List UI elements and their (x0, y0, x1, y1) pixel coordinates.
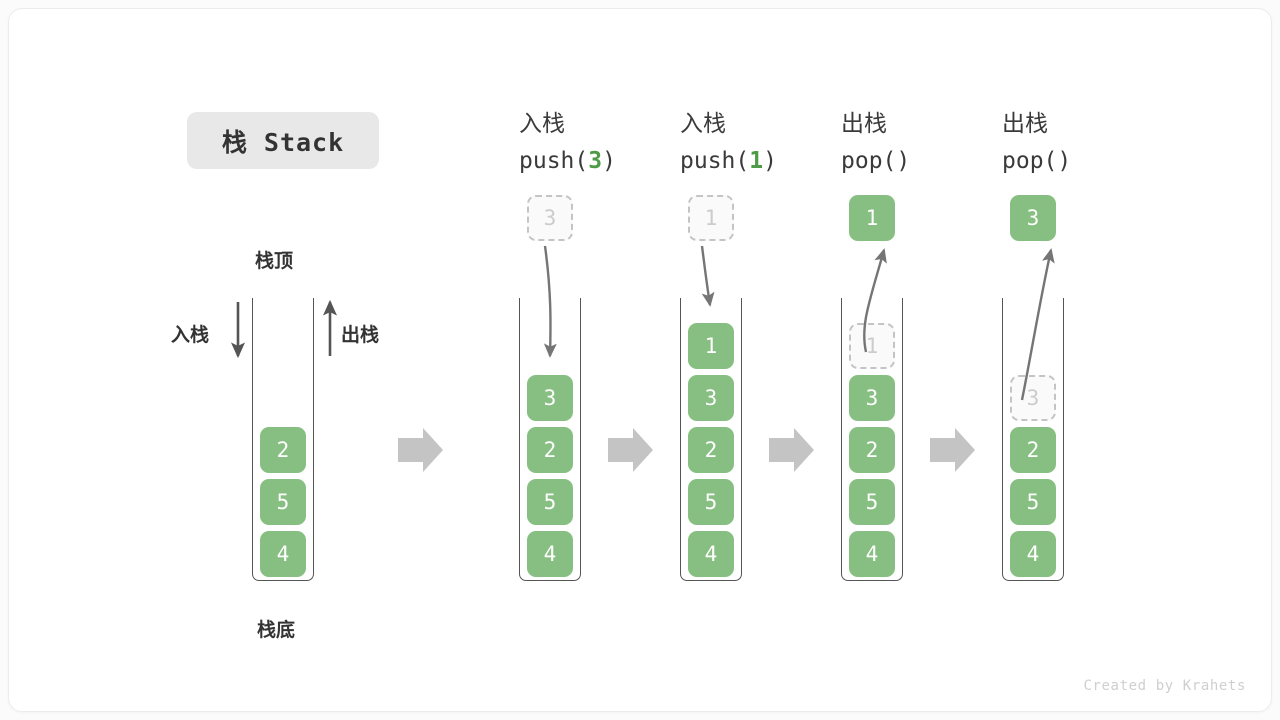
stack-cell: 1 (688, 323, 734, 369)
stack-cell: 1 (849, 323, 895, 369)
stack-container-push-1 (680, 298, 742, 581)
stack-cell: 2 (260, 427, 306, 473)
stack-top-label: 栈顶 (255, 250, 294, 272)
stack-cell: 5 (849, 479, 895, 525)
column-header-push-1: 入栈 push(1) (680, 106, 777, 180)
stack-cell: 2 (849, 427, 895, 473)
column-header-code-push-3: push(3) (519, 148, 616, 174)
credit-text: Created by Krahets (1083, 678, 1246, 694)
stack-cell: 5 (527, 479, 573, 525)
stack-cell: 4 (1010, 531, 1056, 577)
column-header-code-pop-2: pop() (1002, 148, 1072, 174)
stack-cell: 2 (688, 427, 734, 473)
column-header-push-3: 入栈 push(3) (519, 106, 616, 180)
stack-cell: 4 (688, 531, 734, 577)
column-header-cn-pop-2: 出栈 (1002, 111, 1048, 137)
column-header-code-pop-1: pop() (841, 148, 911, 174)
column-header-cn-push-3: 入栈 (519, 111, 565, 137)
floating-cell-push-1: 1 (688, 195, 734, 241)
stack-cell: 4 (527, 531, 573, 577)
stack-bottom-label: 栈底 (257, 619, 296, 641)
column-header-cn-push-1: 入栈 (680, 111, 726, 137)
stack-container-pop-1 (841, 298, 903, 581)
column-header-code-push-1: push(1) (680, 148, 777, 174)
stack-container-initial (252, 298, 314, 581)
stack-cell: 5 (1010, 479, 1056, 525)
stack-container-push-3 (519, 298, 581, 581)
column-header-pop-1: 出栈 pop() (841, 106, 910, 180)
stack-cell: 3 (849, 375, 895, 421)
floating-cell-pop-1: 1 (849, 195, 895, 241)
stack-cell: 4 (849, 531, 895, 577)
stack-cell: 2 (1010, 427, 1056, 473)
floating-cell-pop-2: 3 (1010, 195, 1056, 241)
floating-cell-push-3: 3 (527, 195, 573, 241)
stack-cell: 5 (688, 479, 734, 525)
stack-cell: 3 (527, 375, 573, 421)
column-header-pop-2: 出栈 pop() (1002, 106, 1071, 180)
column-header-cn-pop-1: 出栈 (841, 111, 887, 137)
stack-container-pop-2 (1002, 298, 1064, 581)
push-side-label: 入栈 (171, 324, 210, 346)
pop-side-label: 出栈 (341, 324, 380, 346)
stack-cell: 3 (1010, 375, 1056, 421)
stack-cell: 5 (260, 479, 306, 525)
column-header-arg-push-1: 1 (749, 148, 764, 174)
stack-title-chip: 栈 Stack (187, 112, 379, 169)
stack-cell: 2 (527, 427, 573, 473)
column-header-arg-push-3: 3 (588, 148, 603, 174)
stack-cell: 4 (260, 531, 306, 577)
stack-cell: 3 (688, 375, 734, 421)
